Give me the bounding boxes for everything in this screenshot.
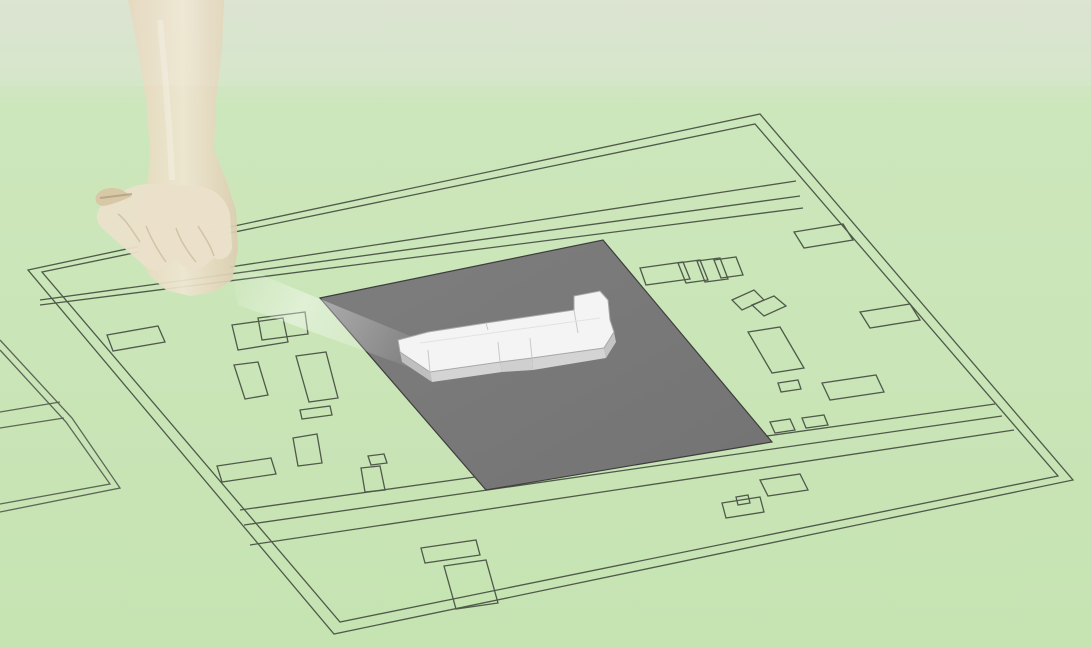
haze-band [0,0,1091,86]
